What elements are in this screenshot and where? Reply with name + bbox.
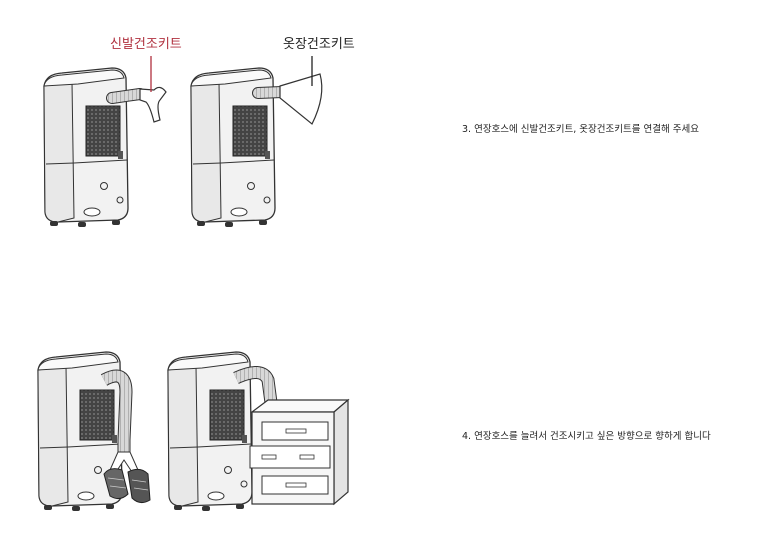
step-3-instruction: 3. 연장호스에 신발건조키트, 옷장건조키트를 연결해 주세요 [462,124,699,135]
closet-dry-kit-label: 옷장건조키트 [283,37,355,52]
shoe-dry-kit-label: 신발건조키트 [110,37,182,52]
dehumidifier-shoe-drying-figure [37,351,151,512]
dehumidifier-shoe-kit-figure [43,56,167,228]
step-4-instruction: 4. 연장호스를 늘려서 건조시키고 싶은 방향으로 향하게 합니다 [462,431,711,442]
drawer-cabinet [249,398,350,506]
dehumidifier-closet-kit-figure [190,56,323,228]
dehumidifier-drawer-drying-figure [167,351,350,512]
